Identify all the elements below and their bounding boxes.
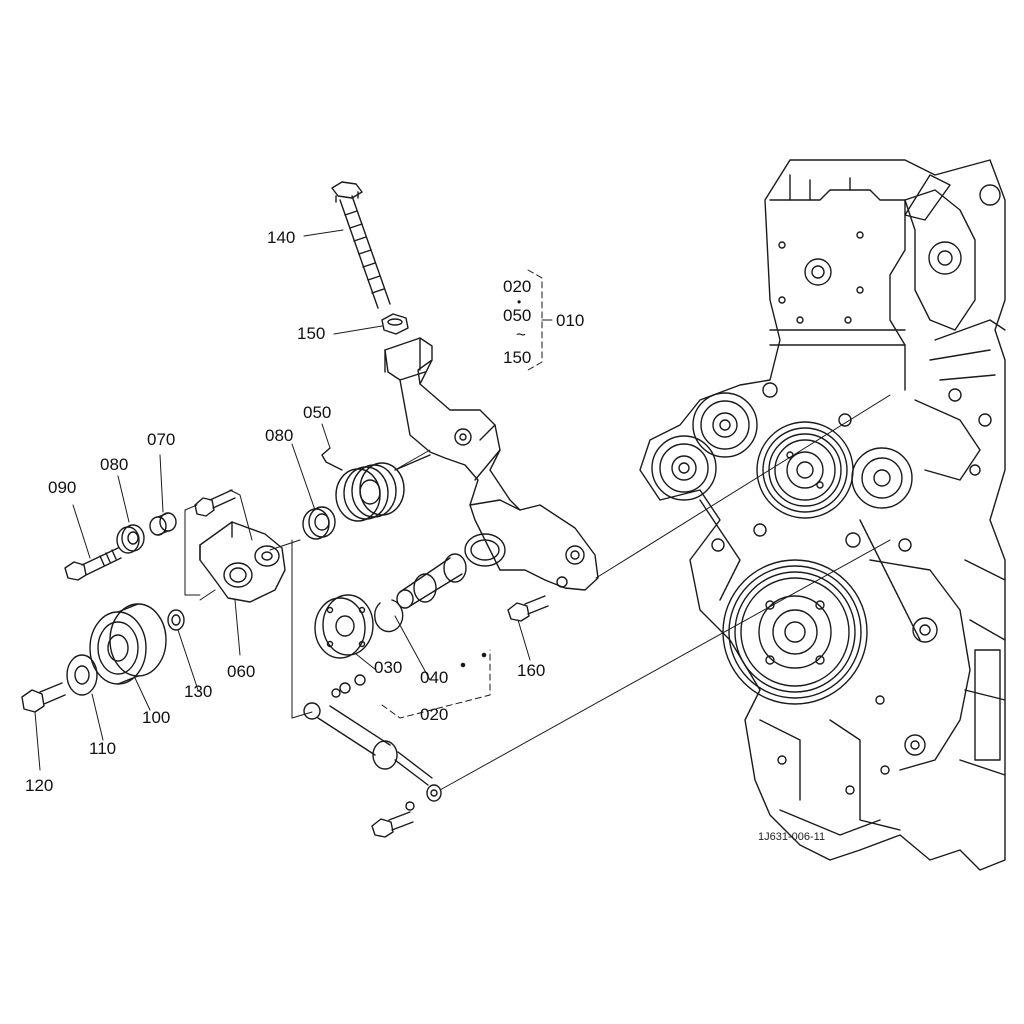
nut-150: [382, 314, 408, 334]
cover-110: [67, 655, 97, 695]
spacer-070: [150, 513, 176, 535]
arm-bolt: [195, 490, 235, 516]
label-080-right: 080: [265, 426, 294, 445]
label-120: 120: [25, 776, 54, 795]
flange-030: [315, 595, 373, 658]
adjusting-bolt-140: [332, 182, 390, 308]
label-030: 030: [374, 658, 403, 677]
label-080-left: 080: [100, 455, 129, 474]
label-040: 040: [420, 668, 449, 687]
label-090: 090: [48, 478, 77, 497]
label-050-group: 050: [503, 306, 532, 325]
label-150-group: 150: [503, 348, 532, 367]
leader-lines: [35, 230, 890, 790]
label-020-group: 020: [503, 277, 532, 296]
label-tilde: ~: [516, 325, 526, 344]
label-050: 050: [303, 403, 332, 422]
spring-050: [322, 448, 430, 521]
label-150: 150: [297, 324, 326, 343]
figure-code: 1J631-006-11: [758, 831, 826, 843]
damper-bolt: [372, 812, 413, 837]
label-060: 060: [227, 662, 256, 681]
engine-block: [640, 160, 1005, 870]
tensioner-arm-060: [200, 522, 285, 602]
idler-pulley-100: [90, 604, 166, 684]
label-110: 110: [89, 739, 117, 758]
bolt-120: [22, 683, 65, 712]
bearing-080-left: [117, 525, 144, 553]
label-020: 020: [420, 705, 449, 724]
washer-130: [168, 610, 184, 630]
tensioner-bracket: [385, 338, 598, 590]
label-130: 130: [184, 682, 213, 701]
label-dot: •: [517, 295, 522, 309]
label-010: 010: [556, 311, 585, 330]
label-160: 160: [517, 661, 546, 680]
damper-assembly: [304, 675, 441, 810]
label-070: 070: [147, 430, 176, 449]
shaft-020: [397, 554, 466, 608]
bearing-080-right: [303, 507, 335, 539]
bolt-160: [508, 596, 548, 621]
label-140: 140: [267, 228, 296, 247]
label-100: 100: [142, 708, 171, 727]
bolt-090: [65, 548, 121, 580]
